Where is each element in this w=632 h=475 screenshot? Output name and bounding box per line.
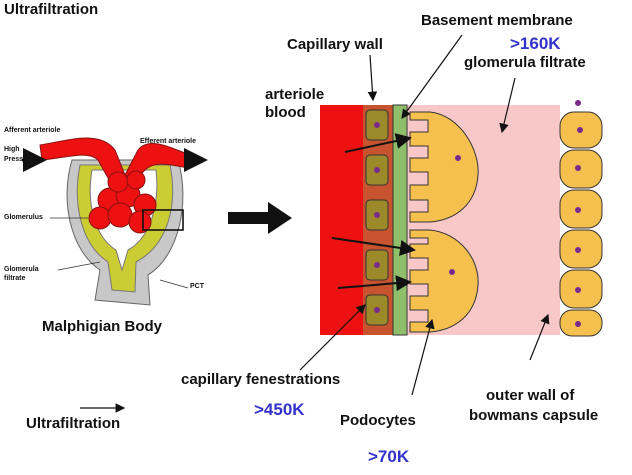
outer-wall-cells <box>559 111 603 337</box>
size-450k-label: >450K <box>254 400 305 419</box>
malphigian-caption: Malphigian Body <box>42 318 162 335</box>
filtrate-label-1: Glomerula <box>4 266 39 273</box>
arteriole-label-2: blood <box>265 104 306 121</box>
size-160k-label: >160K <box>510 34 561 53</box>
outer-wall-label-2: bowmans capsule <box>469 407 599 424</box>
legend-label: Ultrafiltration <box>26 415 121 432</box>
podocyte-upper <box>409 111 479 223</box>
glomerula-filtrate-label: glomerula filtrate <box>464 54 586 71</box>
glomerulus-label: Glomerulus <box>4 214 43 221</box>
fenestrations-label: capillary fenestrations <box>181 371 341 388</box>
zoomed-filtration <box>320 100 603 337</box>
zoom-arrow <box>228 202 292 234</box>
podocytes-label: Podocytes <box>340 412 416 429</box>
arteriole-label-1: arteriole <box>265 86 325 103</box>
size-70k-label: >70K <box>368 447 410 466</box>
podocyte-lower <box>409 229 479 333</box>
pct-label: PCT <box>190 283 204 290</box>
filtrate-label-2: filtrate <box>4 275 26 282</box>
page-title: Ultrafiltration <box>4 1 99 18</box>
zoom-box <box>142 209 184 231</box>
afferent-label: Afferent arteriole <box>4 127 61 134</box>
pressure-label-1: High <box>4 146 20 153</box>
glomerulus <box>88 170 157 234</box>
capillary-wall-label: Capillary wall <box>287 36 383 53</box>
pressure-label-2: Pressure <box>4 156 34 163</box>
efferent-label: Efferent arteriole <box>140 138 197 145</box>
malphigian-body <box>22 137 208 306</box>
outer-wall-label-1: outer wall of <box>486 387 575 404</box>
basement-membrane-label: Basement membrane <box>421 12 573 29</box>
